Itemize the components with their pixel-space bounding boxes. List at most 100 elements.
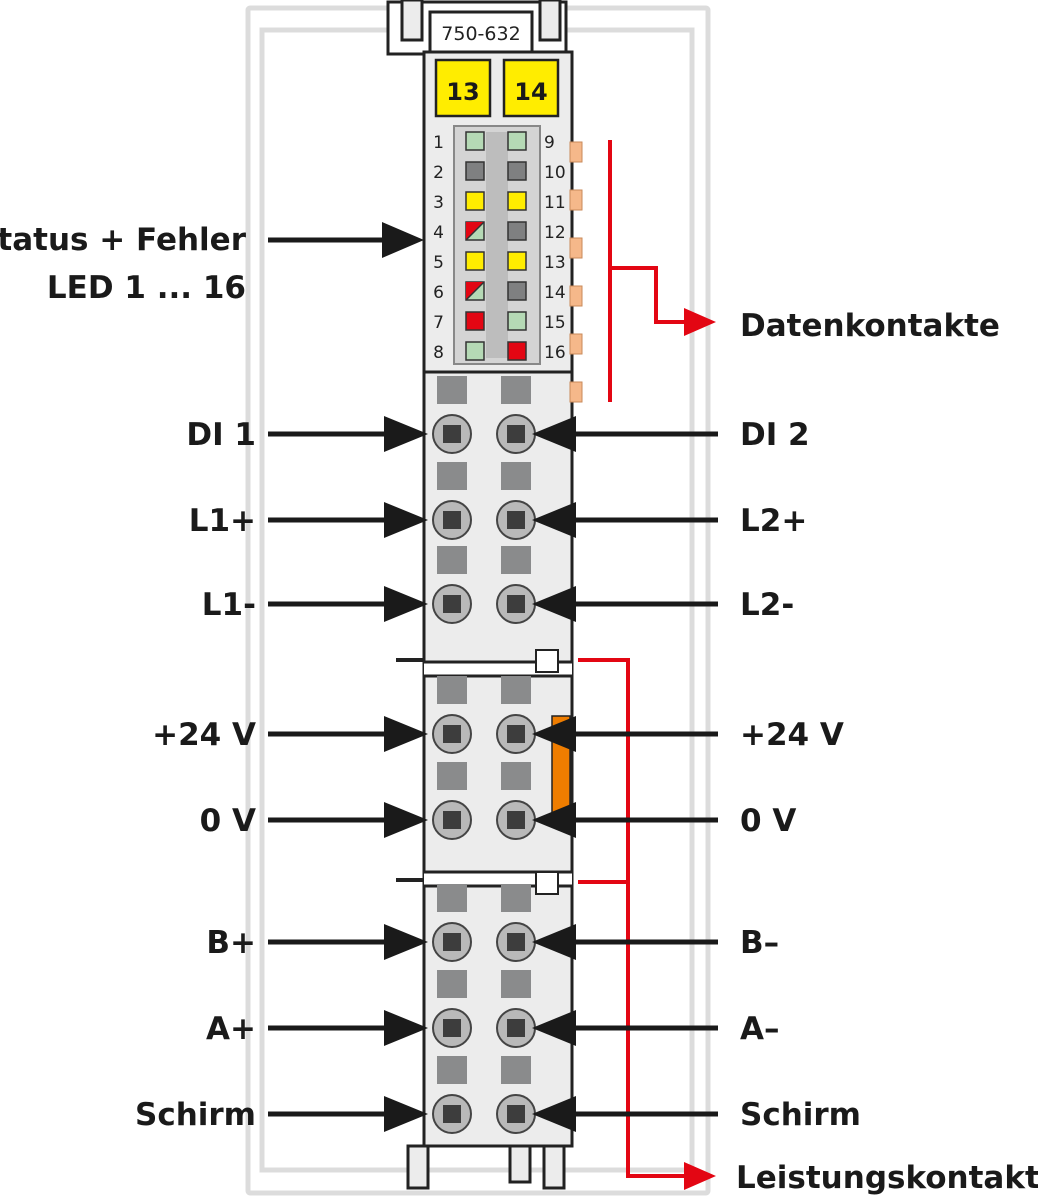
led-number-right: 15 (544, 313, 566, 333)
terminal-release-slot (437, 462, 467, 490)
terminal-left-8 (432, 1056, 472, 1134)
terminal-clamp-hole (443, 511, 461, 529)
terminal-release-slot (501, 1056, 531, 1084)
status-label-line1: Status + Fehler (0, 222, 247, 258)
terminal-label-left: +24 V (152, 717, 256, 753)
power-contacts-arrowhead (684, 1162, 716, 1190)
terminal-label-left: B+ (206, 925, 256, 961)
terminal-release-slot (437, 546, 467, 574)
terminal-clamp-hole (443, 595, 461, 613)
tab-14-label: 14 (514, 78, 547, 106)
led-number-right: 11 (544, 193, 566, 213)
power-contacts-bracket (578, 658, 700, 1178)
led-group (465, 131, 527, 361)
terminal-label-right: B– (740, 925, 779, 961)
terminal-right-3 (496, 546, 536, 624)
terminal-left-7 (432, 970, 472, 1048)
led-number-right: 12 (544, 223, 566, 243)
terminal-release-slot (437, 676, 467, 704)
arrow-right-3 (532, 586, 718, 622)
data-contacts (569, 141, 583, 403)
terminal-label-right: Schirm (740, 1097, 861, 1133)
terminal-right-5 (496, 762, 536, 840)
terminal-release-slot (437, 762, 467, 790)
terminal-label-left: A+ (206, 1011, 256, 1047)
terminal-left-2 (432, 462, 472, 540)
led-14 (507, 281, 527, 301)
led-13 (507, 251, 527, 271)
led-number-left: 1 (433, 133, 444, 153)
led-number-left: 6 (433, 283, 444, 303)
terminal-clamp-hole (443, 1105, 461, 1123)
terminal-left-6 (432, 884, 472, 962)
led-window-divider (486, 132, 508, 358)
data-contacts-label: Datenkontakte (740, 308, 1000, 344)
data-contact-pad (569, 237, 583, 259)
terminal-release-slot (437, 376, 467, 404)
status-arrow (268, 222, 424, 258)
terminal-release-slot (501, 884, 531, 912)
data-contact-pad (569, 381, 583, 403)
terminal-release-slot (501, 462, 531, 490)
led-10 (507, 161, 527, 181)
terminal-group (432, 376, 536, 1134)
led-16 (507, 341, 527, 361)
tab-13 (434, 58, 492, 118)
led-3 (465, 191, 485, 211)
terminal-clamp-hole (443, 811, 461, 829)
terminal-clamp-hole (443, 425, 461, 443)
arrow-left-3 (268, 586, 428, 622)
led-6 (465, 281, 485, 301)
led-4 (465, 221, 485, 241)
tab-13-label: 13 (446, 78, 479, 106)
led-11 (507, 191, 527, 211)
data-contact-pad (569, 141, 583, 163)
terminal-right-4 (496, 676, 536, 754)
led-number-right: 9 (544, 133, 555, 153)
terminal-right-1 (496, 376, 536, 454)
terminal-right-6 (496, 884, 536, 962)
terminal-release-slot (501, 546, 531, 574)
arrow-right-6 (532, 924, 718, 960)
data-contacts-bracket (608, 140, 700, 402)
terminal-left-3 (432, 546, 472, 624)
terminal-left-5 (432, 762, 472, 840)
bottom-latch (406, 1144, 566, 1190)
led-number-left: 5 (433, 253, 444, 273)
terminal-label-left: 0 V (200, 803, 256, 839)
led-2 (465, 161, 485, 181)
terminal-release-slot (437, 1056, 467, 1084)
terminal-release-slot (501, 762, 531, 790)
status-label-line2: LED 1 ... 16 (47, 270, 246, 306)
terminal-clamp-hole (443, 1019, 461, 1037)
arrow-left-4 (268, 716, 428, 752)
terminal-clamp-hole (507, 1105, 525, 1123)
led-number-right: 10 (544, 163, 566, 183)
terminal-clamp-hole (507, 425, 525, 443)
terminal-label-right: A– (740, 1011, 780, 1047)
led-15 (507, 311, 527, 331)
terminal-label-right: DI 2 (740, 417, 810, 453)
terminal-label-right: +24 V (740, 717, 844, 753)
terminal-clamp-hole (507, 511, 525, 529)
terminal-release-slot (437, 884, 467, 912)
terminal-label-left: L1- (202, 587, 256, 623)
arrow-left-1 (268, 416, 428, 452)
terminal-left-4 (432, 676, 472, 754)
led-9 (507, 131, 527, 151)
terminal-clamp-hole (443, 933, 461, 951)
terminal-release-slot (501, 376, 531, 404)
led-8 (465, 341, 485, 361)
led-number-left: 7 (433, 313, 444, 333)
terminal-clamp-hole (507, 595, 525, 613)
led-12 (507, 221, 527, 241)
data-contact-pad (569, 189, 583, 211)
arrow-left-6 (268, 924, 428, 960)
led-number-right: 16 (544, 343, 566, 363)
terminal-label-left: Schirm (135, 1097, 256, 1133)
terminal-release-slot (501, 676, 531, 704)
